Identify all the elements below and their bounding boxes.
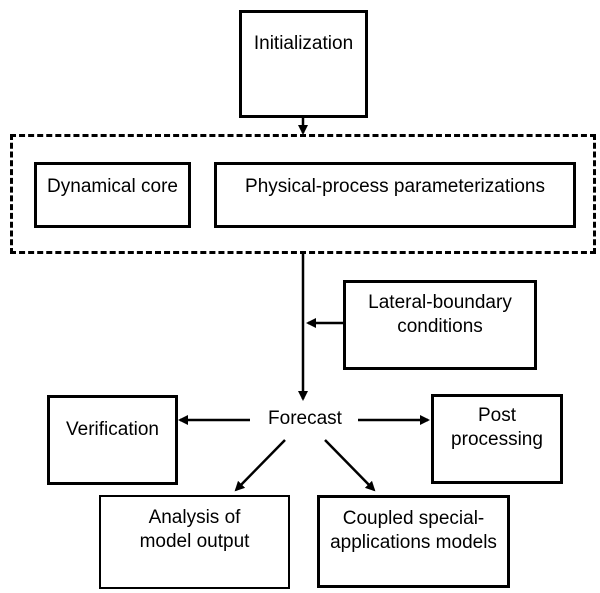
analysis-label-line1: Analysis of	[148, 507, 241, 528]
coupled-label-line1: Coupled special-	[342, 508, 485, 529]
initialization-box: Initialization	[239, 10, 368, 118]
dynamical-core-label: Dynamical core	[47, 176, 178, 197]
analysis-box: Analysis of model output	[99, 495, 290, 589]
post-processing-box: Post processing	[431, 394, 563, 484]
forecast-label: Forecast	[258, 407, 352, 431]
dynamical-core-box: Dynamical core	[34, 162, 191, 228]
physics-label: Physical-process parameterizations	[245, 176, 545, 197]
initialization-label: Initialization	[253, 33, 354, 54]
lateral-boundary-label-line1: Lateral-boundary	[368, 292, 512, 313]
analysis-label-line2: model output	[139, 531, 250, 552]
verification-label: Verification	[66, 419, 159, 440]
post-processing-label-line1: Post	[477, 405, 517, 426]
verification-box: Verification	[47, 395, 178, 485]
model-container	[10, 134, 596, 254]
arrow-forecast-to-analysis	[234, 439, 286, 492]
lateral-boundary-label-line2: conditions	[397, 316, 483, 337]
arrow-forecast-to-coupled	[324, 439, 376, 492]
post-processing-label-line2: processing	[451, 429, 543, 450]
coupled-box: Coupled special- applications models	[317, 495, 510, 588]
coupled-label-line2: applications models	[330, 532, 497, 553]
lateral-boundary-box: Lateral-boundary conditions	[343, 280, 537, 370]
physics-box: Physical-process parameterizations	[214, 162, 576, 228]
